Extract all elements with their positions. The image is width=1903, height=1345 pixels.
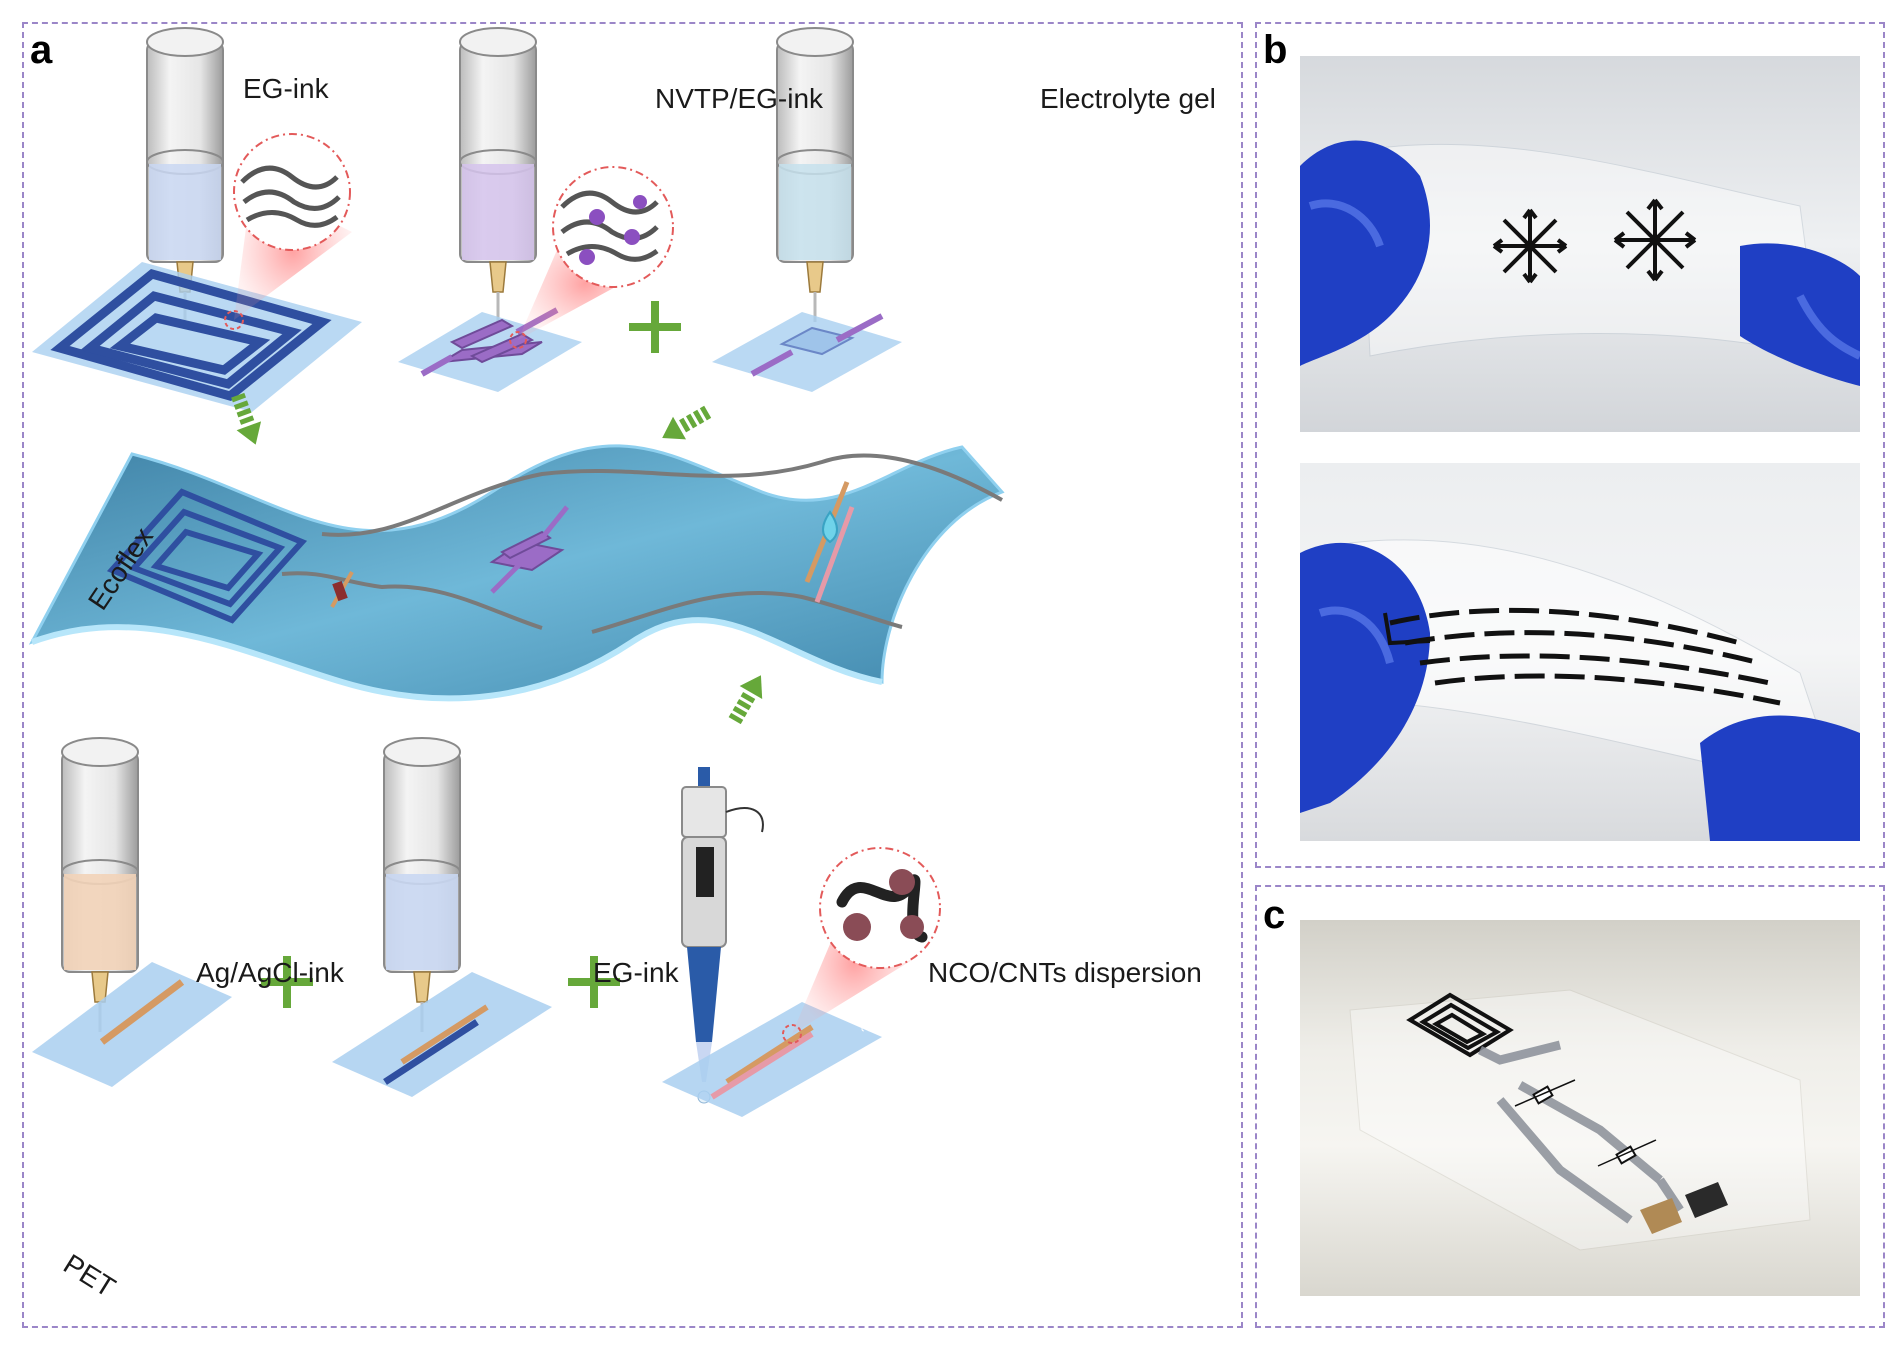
photo-device-on-tube [1300, 920, 1860, 1296]
arrow-icon [226, 393, 262, 445]
zoom-circle-icon [819, 847, 941, 969]
pipette-volume: 20 µL [859, 1001, 874, 1033]
syringe-icon [459, 27, 537, 293]
label-ag-agcl-ink: Ag/AgCl-ink [196, 957, 344, 988]
panel-a [22, 22, 1243, 1328]
label-nvtp-eg-ink: NVTP/EG-ink [655, 83, 824, 114]
resistor-icon [1514, 1079, 1657, 1167]
panel-c-label: c [1263, 893, 1286, 937]
photo-flexible-film-lines [1300, 463, 1860, 841]
label-eg-ink-top: EG-ink [243, 73, 329, 104]
panel-b [1255, 22, 1885, 868]
plus-icon [629, 301, 681, 353]
pet-substrate [32, 962, 232, 1087]
label-eg-ink-bottom: EG-ink [593, 957, 679, 988]
snowflake-icon [1492, 208, 1568, 284]
syringe-icon [61, 737, 139, 1003]
panel-a-illustration [28, 27, 1005, 1117]
photo-flexible-film-snowflakes [1300, 56, 1860, 432]
electrolyte-gel [779, 326, 855, 356]
arrow-icon [662, 402, 712, 440]
arrow-icon [725, 675, 763, 725]
spiral-coil [50, 269, 332, 401]
snowflake-icon [1613, 198, 1697, 282]
syringe-icon [146, 27, 224, 293]
panel-c [1255, 885, 1885, 1328]
syringe-icon [383, 737, 461, 1003]
label-nco-cnts: NCO/CNTs dispersion [928, 957, 1202, 988]
zoom-circle-icon [233, 133, 351, 251]
label-electrolyte-gel: Electrolyte gel [1040, 83, 1216, 114]
panel-a-label: a [30, 28, 53, 72]
panel-b-label: b [1263, 28, 1288, 72]
spiral-coil [1406, 992, 1514, 1058]
resistor-icon [330, 571, 354, 608]
syringe-icon [776, 27, 854, 293]
